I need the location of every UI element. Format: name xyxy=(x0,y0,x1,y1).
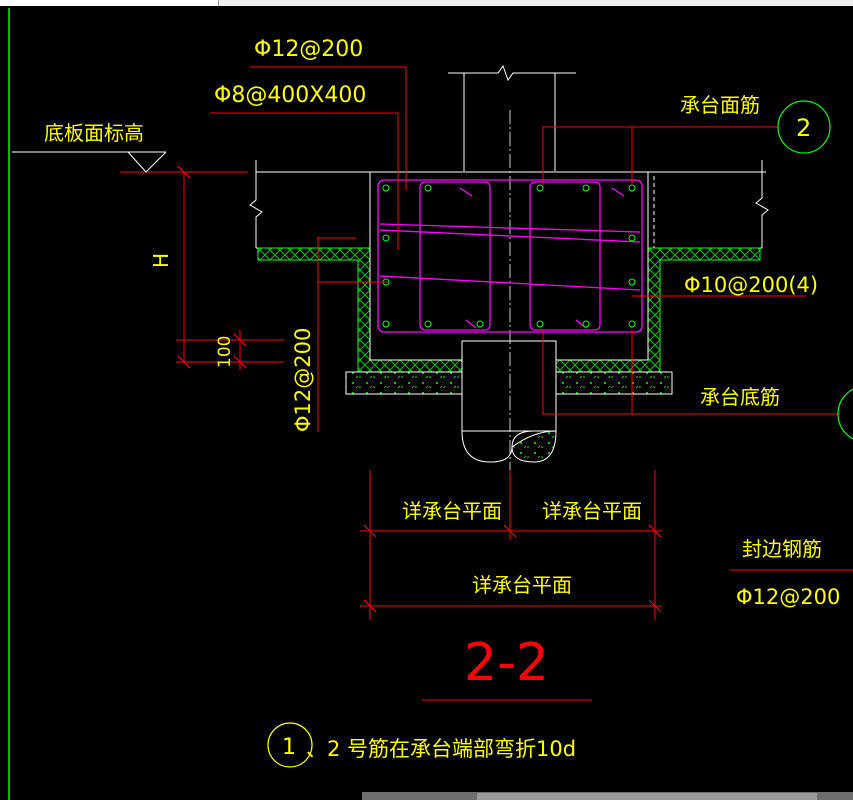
slab-outline xyxy=(249,160,769,249)
callout-circle-2 xyxy=(777,100,831,154)
scrollbar-thumb[interactable] xyxy=(477,793,817,800)
label-cap-bottom-bar: 承台底筋 xyxy=(700,385,780,409)
label-phi12-top: Φ12@200 xyxy=(254,37,363,62)
section-title: 2-2 xyxy=(464,633,549,693)
label-phi10: Φ10@200(4) xyxy=(684,273,818,297)
label-edge-bar: 封边钢筋 xyxy=(742,537,822,561)
label-phi8: Φ8@400X400 xyxy=(214,83,366,108)
dim-label-right: 详承台平面 xyxy=(542,499,642,523)
dim-label-total: 详承台平面 xyxy=(472,573,572,597)
label-cap-top-bar: 承台面筋 xyxy=(680,93,760,117)
label-slab-elevation: 底板面标高 xyxy=(44,121,144,145)
label-edge-bar-spec: Φ12@200 xyxy=(736,585,840,609)
column-stub xyxy=(448,64,576,171)
rebar-cage xyxy=(377,179,643,333)
pile xyxy=(461,340,557,463)
note-text: 、2 号筋在承台端部弯折10d xyxy=(306,737,576,761)
callout-label-2: 2 xyxy=(796,114,811,142)
rebar-dots xyxy=(382,184,636,328)
dim-label-100: 100 xyxy=(215,336,235,368)
note-circle xyxy=(267,722,313,768)
title-bar-tab[interactable] xyxy=(0,0,219,6)
callout-circle-partial xyxy=(837,388,853,440)
dim-label-left: 详承台平面 xyxy=(402,499,502,523)
dim-label-H: H xyxy=(149,253,173,268)
horizontal-scrollbar[interactable] xyxy=(362,792,853,800)
elevation-symbol xyxy=(12,151,167,173)
label-phi12-side: Φ12@200 xyxy=(291,328,315,432)
title-bar xyxy=(0,0,853,6)
note-circle-number: 1 xyxy=(282,735,296,760)
leader-lines xyxy=(120,66,853,701)
